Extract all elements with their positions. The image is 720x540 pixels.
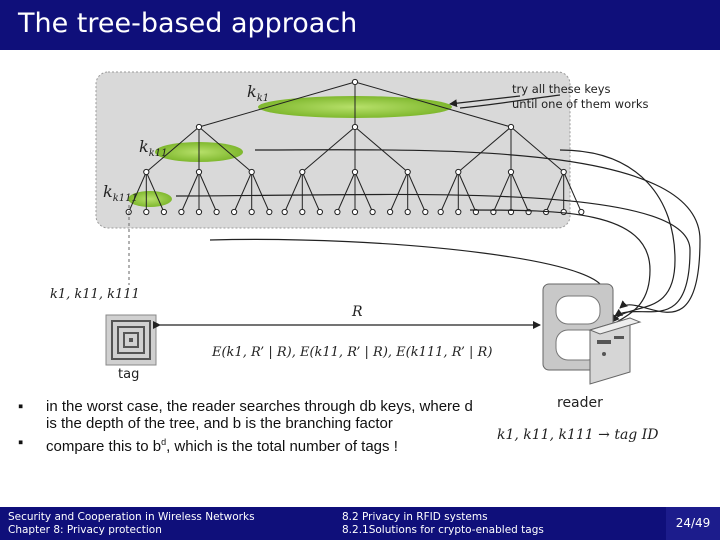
tree-node: [195, 123, 203, 131]
tree-node: [351, 123, 359, 131]
footer-mid-line1: 8.2 Privacy in RFID systems: [342, 511, 488, 523]
tree-node: [369, 208, 376, 216]
bullet-marker: ▪: [18, 398, 24, 415]
footer-mid-line2: 8.2.1Solutions for crypto-enabled tags: [342, 524, 544, 536]
tree-node: [472, 208, 479, 216]
tree-node: [231, 208, 238, 216]
tree-edge: [145, 126, 200, 173]
tree-node: [143, 208, 150, 216]
tree-node: [248, 168, 255, 176]
annotation-arrow: [449, 95, 521, 108]
bullet-marker: ▪: [18, 434, 24, 451]
tree-edge: [354, 81, 512, 128]
tree-edge: [198, 126, 253, 173]
bullet-item-1: ▪ in the worst case, the reader searches…: [18, 398, 478, 432]
tree-node: [178, 208, 185, 216]
bullet-item-2: ▪ compare this to bd, which is the total…: [18, 434, 478, 455]
bullet-text-1: in the worst case, the reader searches t…: [46, 398, 473, 432]
tree-edge: [545, 171, 565, 213]
tree-edge: [457, 171, 477, 213]
tree-node: [351, 78, 359, 86]
tree-edge: [563, 171, 582, 213]
tree-node: [266, 208, 273, 216]
footer-section: 8.2 Privacy in RFID systems 8.2.1Solutio…: [342, 511, 544, 537]
tag-keys: k1, k11, k111: [50, 287, 140, 302]
tree-node: [213, 208, 220, 216]
tree-label-k11: kk11: [139, 137, 168, 160]
tree-node: [455, 168, 462, 176]
annotation-line1: try all these keys: [512, 82, 611, 96]
tree-node: [351, 208, 359, 216]
tag-label: tag: [118, 367, 140, 382]
tree-node: [437, 208, 444, 216]
tree-node: [316, 208, 323, 216]
tree-edge: [180, 171, 200, 213]
title-bar: The tree-based approach: [0, 0, 720, 50]
slide-title: The tree-based approach: [18, 8, 358, 39]
tree-edge: [389, 171, 409, 213]
tree-edge: [233, 171, 253, 213]
tree-edge: [510, 171, 530, 213]
reader-icon: [542, 283, 642, 385]
tree-edge: [198, 81, 356, 128]
footer-left-line2: Chapter 8: Privacy protection: [8, 524, 162, 536]
response-label: E(k1, R’ | R), E(k11, R’ | R), E(k111, R…: [212, 345, 493, 360]
reader-result: k1, k11, k111 → tag ID: [497, 427, 659, 443]
annotation-text: try all these keys until one of them wor…: [512, 82, 648, 112]
tree-node: [560, 168, 567, 176]
tree-edge: [354, 171, 374, 213]
tree-node: [507, 168, 515, 176]
tree-edge: [492, 171, 512, 213]
challenge-label: R: [352, 304, 363, 320]
search-arrows: [175, 94, 701, 329]
bullet-text-2a: compare this to b: [46, 438, 162, 455]
key-ellipse-level3: [128, 191, 172, 207]
footer: Security and Cooperation in Wireless Net…: [0, 507, 720, 540]
tree-node: [455, 208, 462, 216]
tree-edges: [128, 81, 582, 213]
tree-edge: [198, 171, 218, 213]
tree-label-k111: kk111: [103, 182, 138, 205]
annotation-line2: until one of them works: [512, 97, 649, 111]
footer-left-line1: Security and Cooperation in Wireless Net…: [8, 511, 255, 523]
page-number: 24/49: [666, 507, 720, 540]
tree-node: [195, 208, 203, 216]
tree-edge: [251, 171, 270, 213]
tree-node: [299, 208, 306, 216]
tag-icon: [105, 314, 157, 366]
tree-node: [143, 168, 150, 176]
tree-edge: [407, 171, 426, 213]
tree-diagram: [95, 71, 701, 385]
tree-node: [404, 208, 411, 216]
tree-edge: [510, 126, 565, 173]
tree-label-k1: kk1: [247, 82, 270, 105]
tree-node: [560, 208, 567, 216]
tree-edge: [128, 171, 147, 213]
footer-course: Security and Cooperation in Wireless Net…: [8, 511, 255, 537]
tree-node: [422, 208, 429, 216]
tree-node: [404, 168, 411, 176]
tree-node: [334, 208, 341, 216]
tree-edge: [284, 171, 303, 213]
bullet-text-2b: , which is the total number of tags !: [166, 438, 398, 455]
tree-node: [160, 208, 167, 216]
tree-edge: [145, 171, 165, 213]
tree-node: [281, 208, 288, 216]
tree-node: [507, 123, 515, 131]
tree-node: [351, 168, 359, 176]
tree-node: [195, 168, 203, 176]
tree-node: [299, 168, 306, 176]
tree-edge: [336, 171, 356, 213]
tree-edge: [440, 171, 459, 213]
reader-label: reader: [557, 395, 603, 411]
tree-nodes: [125, 78, 585, 216]
tree-edge: [301, 171, 321, 213]
bullet-sup: d: [161, 437, 167, 447]
tree-node: [387, 208, 394, 216]
tree-node: [490, 208, 497, 216]
bullet-list: ▪ in the worst case, the reader searches…: [18, 398, 478, 457]
tree-node: [248, 208, 255, 216]
tree-edge: [457, 126, 512, 173]
tree-node: [578, 208, 585, 216]
